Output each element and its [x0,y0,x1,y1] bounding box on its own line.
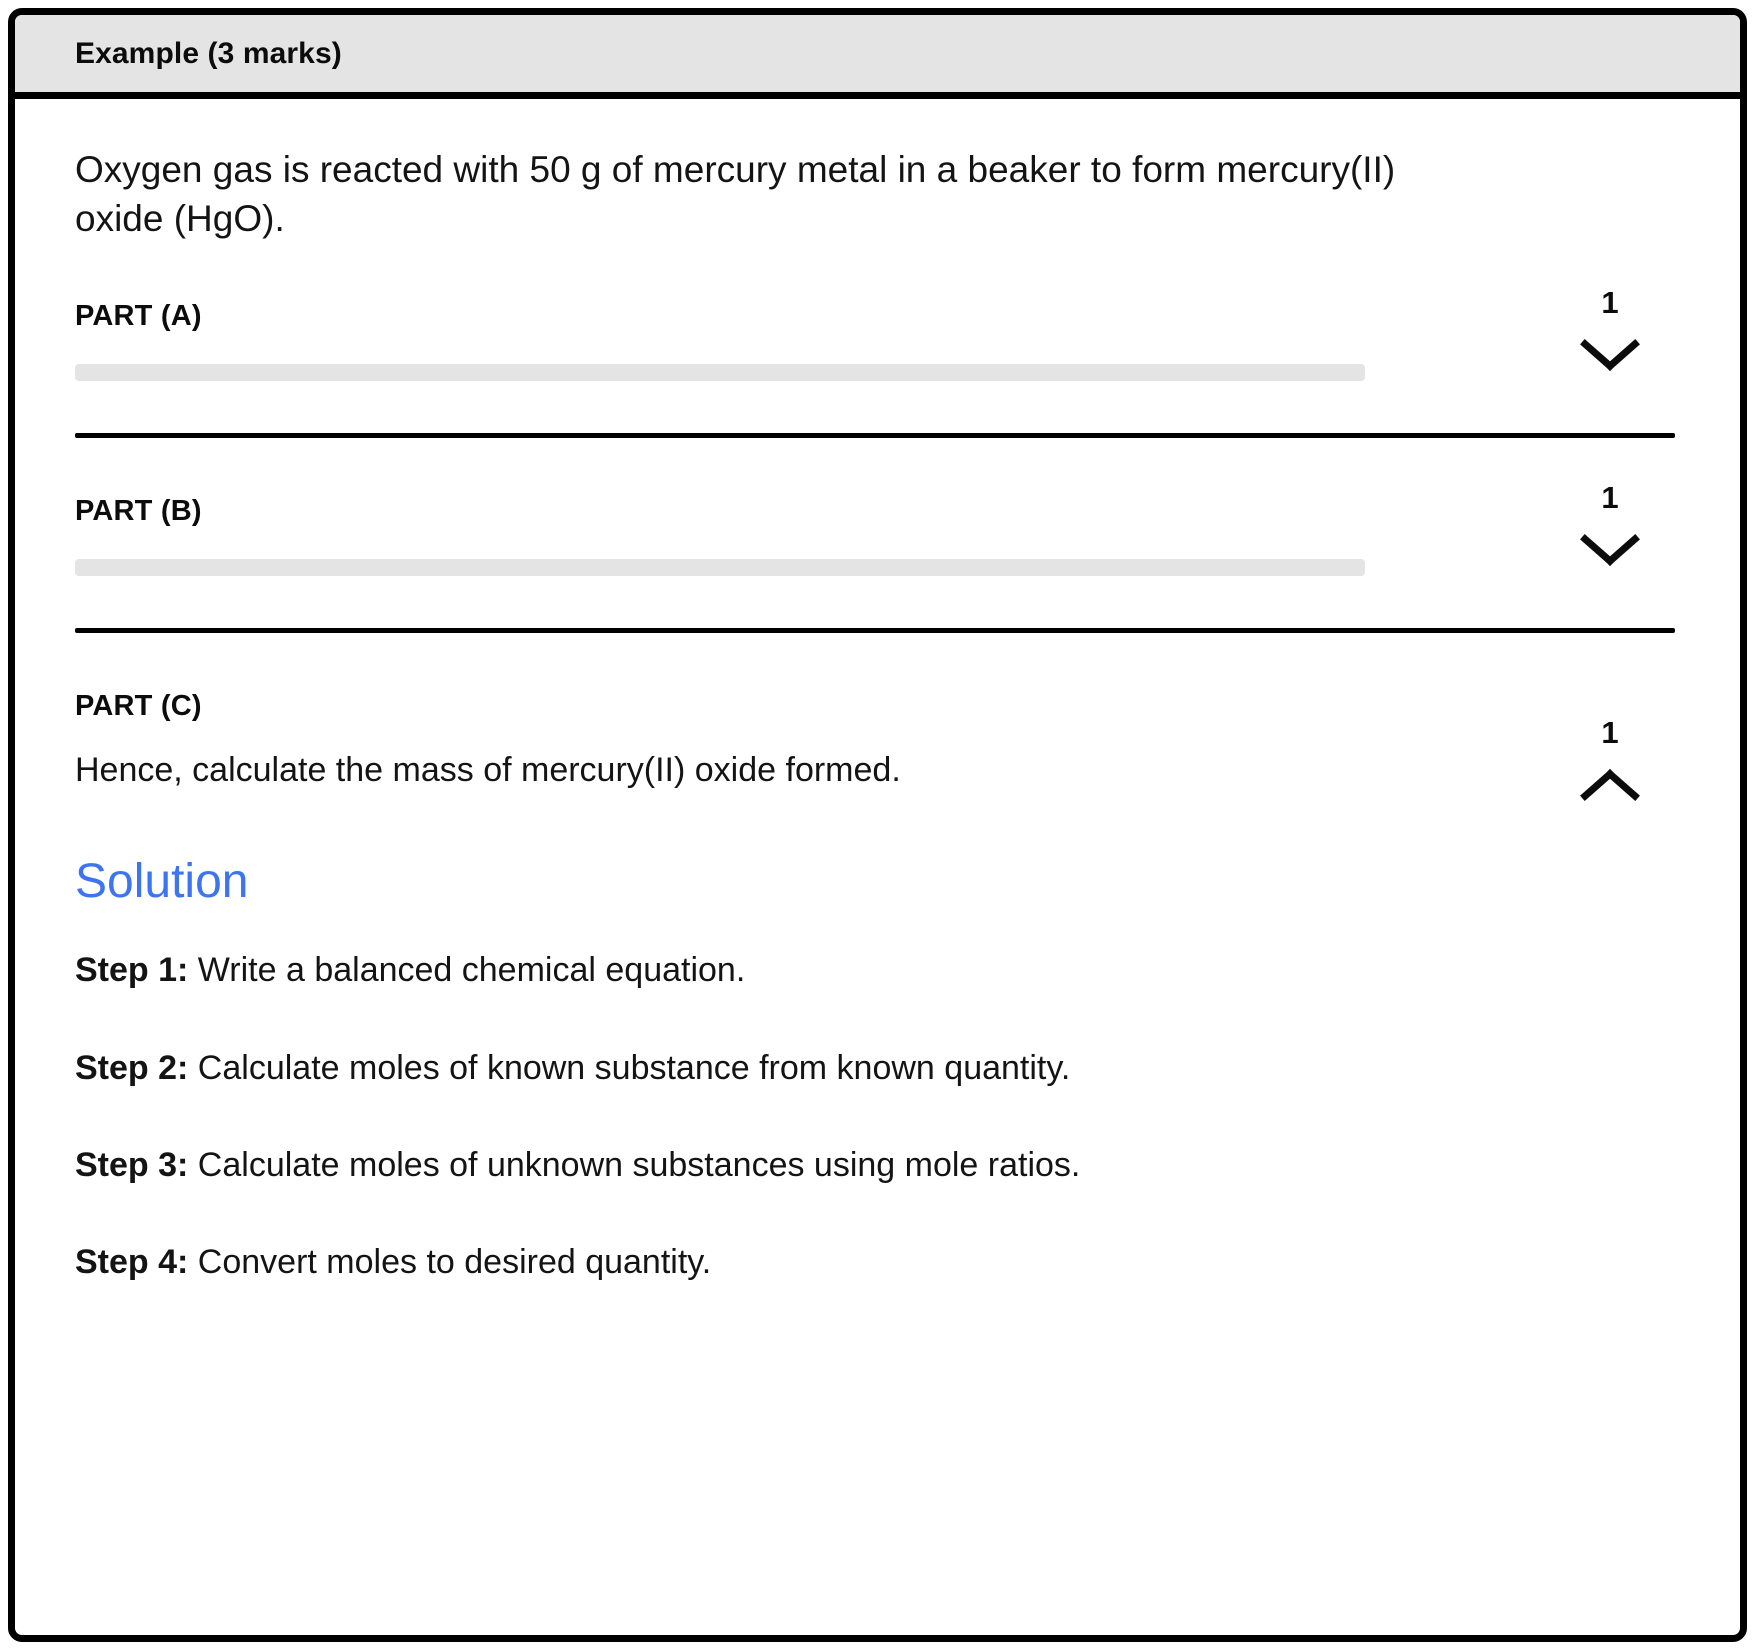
part-divider-b-c [75,628,1675,633]
solution-step-label: Step 1: [75,951,189,990]
part-a-mark-count: 1 [1601,285,1619,321]
part-a-label: PART (A) [75,300,202,333]
chevron-up-icon[interactable] [1580,768,1640,802]
solution-step-text: Calculate moles of unknown substances us… [188,1145,1081,1184]
part-b-content: PART (B) [75,494,1680,576]
question-stem: Oxygen gas is reacted with 50 g of mercu… [75,149,1396,240]
part-b-aside: 1 [1550,482,1670,567]
solution-step: Step 1: Write a balanced chemical equati… [75,948,1680,992]
chevron-down-icon[interactable] [1580,533,1640,567]
solution-step: Step 4: Convert moles to desired quantit… [75,1240,1680,1284]
card-body: Oxygen gas is reacted with 50 g of mercu… [15,99,1740,1284]
solution-step-label: Step 2: [75,1048,189,1087]
part-c-content: PART (C) Hence, calculate the mass of me… [75,689,1680,794]
card-header: Example (3 marks) [15,15,1740,99]
part-a-content: PART (A) [75,299,1680,382]
part-a-aside: 1 [1550,287,1670,372]
part-c-label: PART (C) [75,690,202,722]
part-c-section[interactable]: PART (C) Hence, calculate the mass of me… [75,633,1680,801]
part-b-label: PART (B) [75,495,202,528]
solution-step: Step 3: Calculate moles of unknown subst… [75,1143,1680,1187]
part-c-mark-count: 1 [1601,715,1619,750]
part-c-aside: 1 [1550,717,1670,802]
part-divider-a-b [75,433,1675,439]
solution-steps: Step 1: Write a balanced chemical equati… [75,948,1680,1284]
part-b-placeholder-bar [75,559,1365,576]
solution-step-text: Write a balanced chemical equation. [188,951,746,990]
chevron-down-icon[interactable] [1580,338,1640,372]
part-a-section[interactable]: PART (A) 1 [75,243,1680,382]
page-title: Example (3 marks) [75,36,342,70]
solution-heading: Solution [75,854,249,908]
solution-step-label: Step 3: [75,1145,189,1184]
example-question-card: Example (3 marks) Oxygen gas is reacted … [8,8,1747,1642]
part-b-section[interactable]: PART (B) 1 [75,438,1680,576]
part-c-question-text: Hence, calculate the mass of mercury(II)… [75,750,901,789]
part-b-mark-count: 1 [1601,480,1619,516]
part-a-placeholder-bar [75,364,1365,382]
solution-step-text: Calculate moles of known substance from … [188,1048,1071,1087]
solution-step-label: Step 4: [75,1243,189,1282]
solution-step-text: Convert moles to desired quantity. [188,1243,712,1282]
solution-step: Step 2: Calculate moles of known substan… [75,1046,1680,1090]
